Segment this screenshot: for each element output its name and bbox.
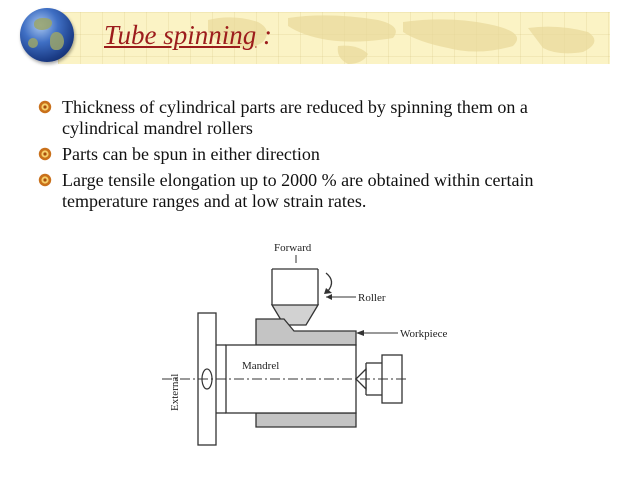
rotation-icon — [201, 368, 213, 390]
bullet-item: Large tensile elongation up to 2000 % ar… — [38, 170, 598, 212]
tube-spinning-diagram: Forward Roller Workpiece Mandrel Externa… — [162, 242, 447, 446]
title-suffix: : — [256, 20, 273, 50]
workpiece-lower — [255, 412, 357, 428]
bullet-text: Thickness of cylindrical parts are reduc… — [62, 97, 528, 138]
title-band — [58, 12, 610, 64]
bullet-list: Thickness of cylindrical parts are reduc… — [38, 97, 598, 217]
sun-bullet-icon — [38, 100, 52, 114]
sun-bullet-icon — [38, 147, 52, 161]
world-map-watermark — [208, 15, 595, 64]
label-forward: Forward — [274, 242, 312, 254]
bullet-item: Thickness of cylindrical parts are reduc… — [38, 97, 598, 139]
globe-icon — [20, 8, 74, 62]
bullet-item: Parts can be spun in either direction — [38, 144, 598, 165]
bullet-text: Large tensile elongation up to 2000 % ar… — [62, 170, 534, 211]
label-roller: Roller — [358, 292, 386, 304]
bullet-text: Parts can be spun in either direction — [62, 144, 320, 164]
title-main: Tube spinning — [104, 20, 257, 50]
roller — [270, 268, 320, 326]
label-workpiece: Workpiece — [400, 328, 447, 340]
label-mandrel: Mandrel — [242, 360, 279, 372]
label-external: External — [169, 374, 181, 411]
page-title: Tube spinning : — [104, 20, 272, 51]
sun-bullet-icon — [38, 173, 52, 187]
